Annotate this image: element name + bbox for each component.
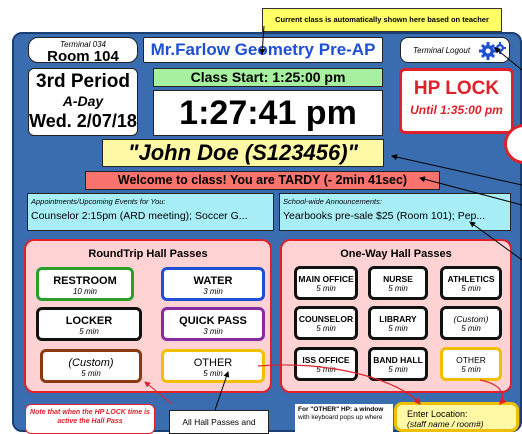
pass-name: ISS OFFICE (302, 355, 350, 365)
day-label: A-Day (62, 93, 104, 109)
personal-events-box: Appointments/Upcoming Events for You: Co… (27, 193, 274, 231)
hp-lock-box: HP LOCK Until 1:35:00 pm (399, 68, 514, 134)
pass-locker-button[interactable]: LOCKER 5 min (36, 307, 142, 341)
pass-duration: 5 min (79, 327, 99, 336)
logout-label: Terminal Logout (413, 46, 471, 55)
school-announcements-box: School-wide Announcements: Yearbooks pre… (279, 193, 511, 231)
pass-custom-button[interactable]: (Custom) 5 min (40, 349, 142, 383)
school-announcements-text: Yearbooks pre-sale $25 (Room 101); Pep..… (283, 210, 486, 222)
pass-name: BAND HALL (373, 355, 423, 365)
pass-duration: 5 min (316, 324, 336, 333)
pass-duration: 5 min (461, 324, 481, 333)
pass-nurse-button[interactable]: NURSE 5 min (368, 266, 428, 300)
pass-duration: 3 min (203, 287, 223, 296)
pass-duration: 5 min (316, 365, 336, 374)
period-box: 3rd Period A-Day Wed. 2/07/18 (28, 68, 138, 136)
pass-duration: 5 min (388, 365, 408, 374)
oneway-passes-panel: One-Way Hall Passes MAIN OFFICE 5 min NU… (280, 239, 512, 393)
pass-band-hall-button[interactable]: BAND HALL 5 min (368, 347, 428, 381)
other-hp-note-line2: with keyboard pops up where (298, 414, 383, 421)
pass-name: (Custom) (453, 314, 489, 324)
pass-quick-button[interactable]: QUICK PASS 3 min (161, 307, 265, 341)
pass-duration: 5 min (388, 324, 408, 333)
pass-duration: 10 min (72, 287, 97, 296)
schedule-callout: Current class is automatically shown her… (262, 8, 502, 46)
oneway-title: One-Way Hall Passes (340, 248, 452, 260)
pass-duration: 5 min (81, 369, 101, 378)
enter-location-label: Enter Location: (407, 409, 468, 419)
pass-duration: 5 min (203, 369, 223, 378)
pass-name: LIBRARY (379, 314, 417, 324)
terminal-label: Terminal 034 (60, 40, 106, 49)
pass-name: MAIN OFFICE (298, 274, 354, 284)
other-hp-note: For "OTHER" HP: a window with keyboard p… (295, 404, 393, 434)
personal-events-header: Appointments/Upcoming Events for You: (31, 197, 166, 206)
terminal-room-box: Terminal 034 Room 104 (28, 37, 138, 65)
pass-name: NURSE (383, 274, 413, 284)
pass-name: LOCKER (65, 315, 113, 327)
pass-name: RESTROOM (53, 275, 117, 287)
pass-name: ATHLETICS (447, 274, 495, 284)
terminal-logout-button[interactable]: Terminal Logout (400, 37, 510, 63)
other-hp-note-line1: For "OTHER" HP: a window (298, 406, 384, 413)
roundtrip-title: RoundTrip Hall Passes (88, 248, 208, 260)
pass-duration: 5 min (316, 284, 336, 293)
pass-oneway-other-button[interactable]: OTHER 5 min (440, 347, 502, 381)
pass-name: COUNSELOR (298, 314, 354, 324)
pass-name: QUICK PASS (179, 315, 247, 327)
pass-iss-office-button[interactable]: ISS OFFICE 5 min (294, 347, 358, 381)
student-name: "John Doe (S123456)" (102, 139, 384, 167)
personal-events-text: Counselor 2:15pm (ARD meeting); Soccer G… (31, 210, 248, 222)
pass-main-office-button[interactable]: MAIN OFFICE 5 min (294, 266, 358, 300)
pass-library-button[interactable]: LIBRARY 5 min (368, 306, 428, 340)
enter-location-hint: (staff name / room#) (407, 419, 484, 429)
all-passes-note: All Hall Passes and (169, 410, 269, 434)
pass-name: WATER (193, 275, 233, 287)
tardy-status: Welcome to class! You are TARDY (- 2min … (85, 171, 440, 190)
pass-name: OTHER (456, 355, 486, 365)
current-clock: 1:27:41 pm (153, 90, 383, 136)
pass-other-button[interactable]: OTHER 5 min (161, 349, 265, 383)
date-label: Wed. 2/07/18 (29, 111, 137, 131)
room-label: Room 104 (47, 48, 119, 65)
class-title: Mr.Farlow Geometry Pre-AP (143, 37, 383, 63)
class-start-time: Class Start: 1:25:00 pm (153, 68, 383, 87)
hp-lock-until: Until 1:35:00 pm (410, 103, 503, 117)
pass-duration: 3 min (203, 327, 223, 336)
pass-name: (Custom) (68, 357, 114, 369)
gear-icon (479, 42, 506, 60)
roundtrip-passes-panel: RoundTrip Hall Passes RESTROOM 10 min WA… (24, 239, 272, 393)
pass-water-button[interactable]: WATER 3 min (161, 267, 265, 301)
hp-lock-note: Note that when the HP LOCK time is activ… (25, 404, 155, 434)
pass-name: OTHER (193, 357, 233, 369)
pass-duration: 5 min (461, 284, 481, 293)
pass-oneway-custom-button[interactable]: (Custom) 5 min (440, 306, 502, 340)
pass-restroom-button[interactable]: RESTROOM 10 min (36, 267, 134, 301)
pass-counselor-button[interactable]: COUNSELOR 5 min (294, 306, 358, 340)
hp-lock-title: HP LOCK (413, 78, 500, 99)
period-label: 3rd Period (36, 71, 130, 92)
pass-athletics-button[interactable]: ATHLETICS 5 min (440, 266, 502, 300)
pass-duration: 5 min (461, 365, 481, 374)
school-announcements-header: School-wide Announcements: (283, 197, 382, 206)
pass-duration: 5 min (388, 284, 408, 293)
